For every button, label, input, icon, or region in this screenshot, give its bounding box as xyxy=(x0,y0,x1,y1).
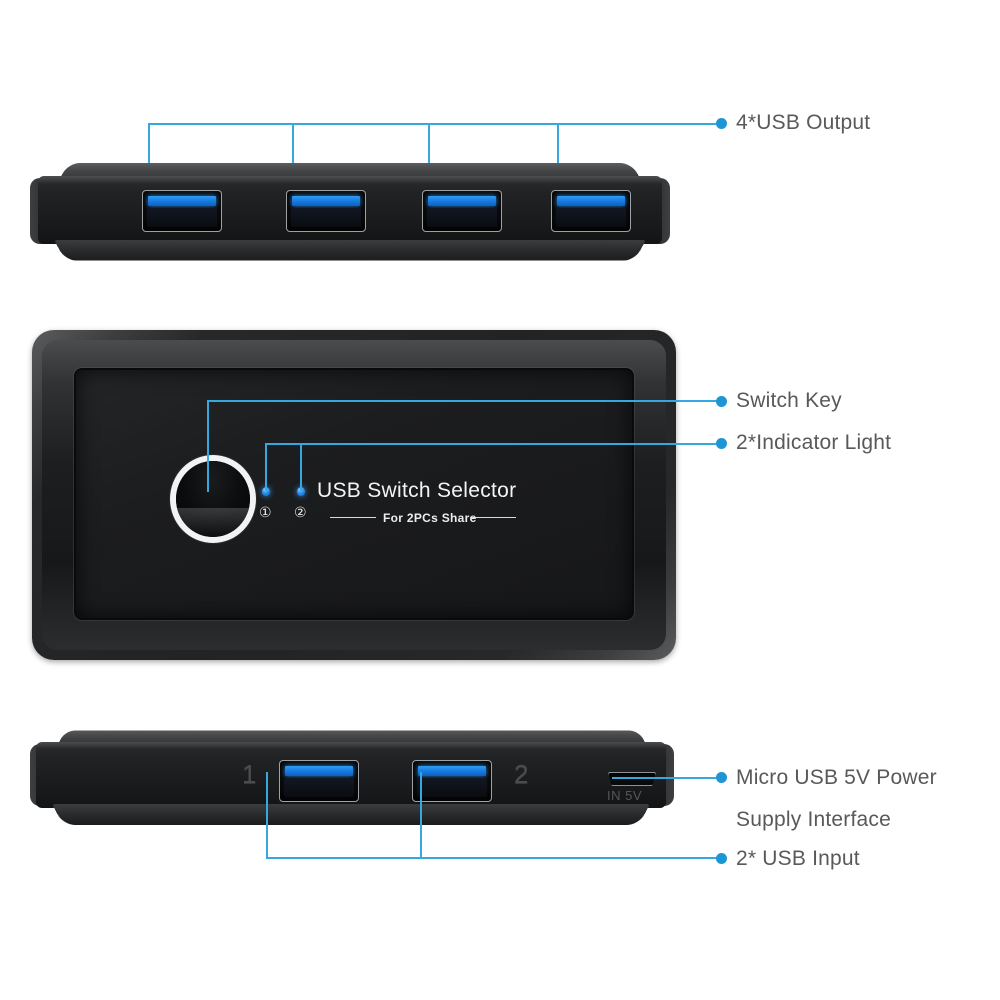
front-view-face-panel xyxy=(74,368,634,620)
indicator-marker-1: ① xyxy=(259,504,272,520)
callout-switch-key-label: Switch Key xyxy=(736,389,842,412)
callout-switch-key-dot xyxy=(716,396,727,407)
usb-output-port-1 xyxy=(142,190,222,232)
usb-port-cavity xyxy=(427,208,497,227)
callout-indicator-dot xyxy=(716,438,727,449)
panel-subtitle-rule-left xyxy=(330,517,376,518)
callout-usb-input-horizontal xyxy=(266,857,722,859)
usb-input-port-2 xyxy=(412,760,492,802)
device-top-view xyxy=(30,160,670,272)
usb-port-tongue xyxy=(428,196,496,206)
indicator-led-1 xyxy=(262,487,270,496)
callout-usb-output-dot xyxy=(716,118,727,129)
callout-usb-input-stem-1 xyxy=(266,772,268,859)
usb-port-cavity xyxy=(417,778,487,797)
usb-output-port-2 xyxy=(286,190,366,232)
panel-subtitle: For 2PCs Share xyxy=(383,511,477,525)
callout-micro-usb-label-line2: Supply Interface xyxy=(736,808,891,831)
usb-output-port-3 xyxy=(422,190,502,232)
top-view-bottom-bevel xyxy=(54,240,646,261)
usb-input-number-2: 2 xyxy=(514,759,529,789)
usb-port-tongue xyxy=(292,196,360,206)
usb-port-tongue xyxy=(557,196,625,206)
usb-input-port-1 xyxy=(279,760,359,802)
callout-usb-input-stem-2 xyxy=(420,772,422,859)
switch-key-button[interactable] xyxy=(170,455,256,543)
top-view-front-face xyxy=(38,176,662,244)
bottom-view-front-face: 1 2 IN 5V xyxy=(36,742,666,808)
micro-usb-power-label: IN 5V xyxy=(607,788,643,803)
usb-port-cavity xyxy=(556,208,626,227)
panel-subtitle-rule-right xyxy=(470,517,516,518)
usb-output-port-4 xyxy=(551,190,631,232)
indicator-led-2 xyxy=(297,487,305,496)
callout-usb-input-label: 2* USB Input xyxy=(736,847,860,870)
indicator-marker-2: ② xyxy=(294,504,307,520)
usb-port-tongue xyxy=(418,766,486,776)
callout-micro-usb-dot xyxy=(716,772,727,783)
callout-indicator-label: 2*Indicator Light xyxy=(736,431,892,454)
panel-product-title: USB Switch Selector xyxy=(317,479,517,502)
switch-key-knob xyxy=(176,461,250,537)
callout-micro-usb-label-line1: Micro USB 5V Power xyxy=(736,766,937,789)
usb-port-cavity xyxy=(284,778,354,797)
device-front-view xyxy=(32,330,676,660)
callout-switch-key-horizontal xyxy=(207,400,722,402)
bottom-view-bottom-bevel xyxy=(52,804,650,825)
callout-usb-input-dot xyxy=(716,853,727,864)
callout-indicator-stem-1 xyxy=(265,443,267,491)
callout-switch-key-stem xyxy=(207,400,209,492)
callout-micro-usb-horizontal xyxy=(612,777,722,779)
usb-port-tongue xyxy=(148,196,216,206)
callout-indicator-stem-2 xyxy=(300,443,302,491)
usb-port-cavity xyxy=(291,208,361,227)
callout-indicator-horizontal xyxy=(265,443,722,445)
usb-port-tongue xyxy=(285,766,353,776)
device-bottom-view: 1 2 IN 5V xyxy=(30,728,674,838)
usb-input-number-1: 1 xyxy=(242,759,257,789)
callout-usb-output-label: 4*USB Output xyxy=(736,111,871,134)
callout-usb-output-horizontal xyxy=(148,123,722,125)
usb-port-cavity xyxy=(147,208,217,227)
micro-usb-power-port xyxy=(608,772,656,786)
